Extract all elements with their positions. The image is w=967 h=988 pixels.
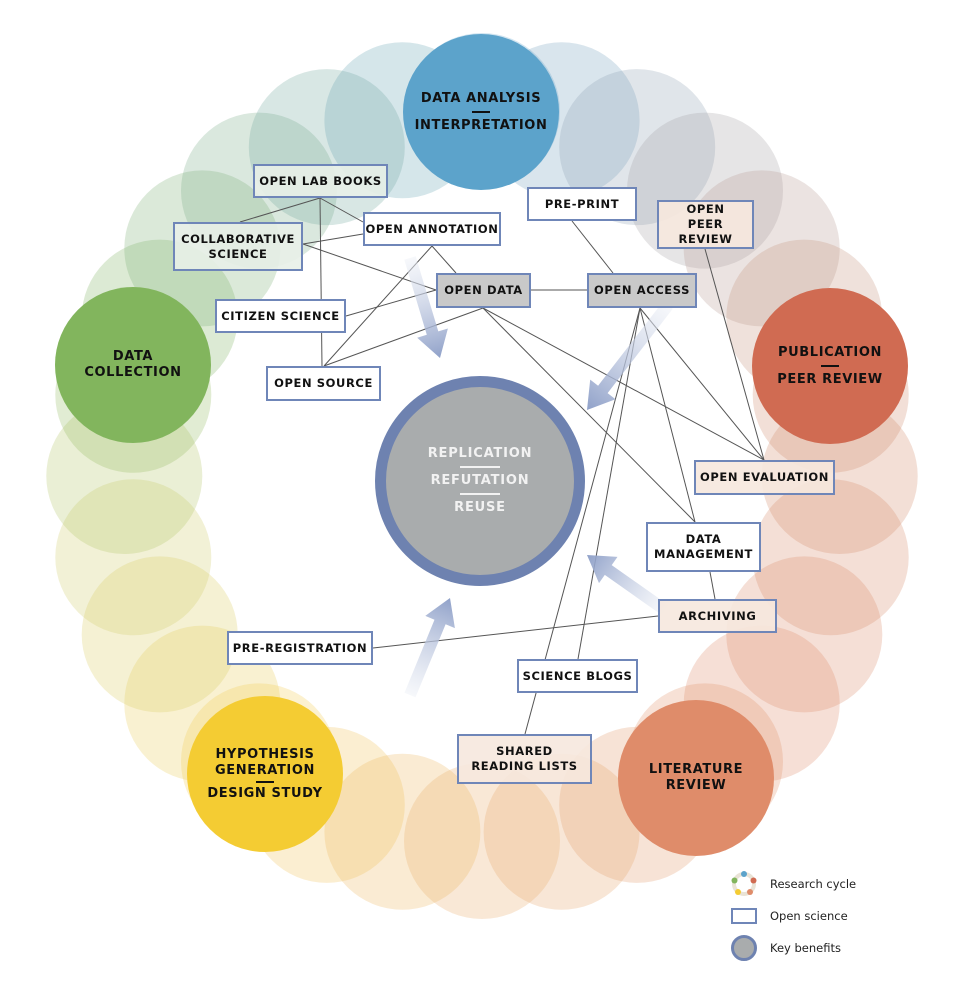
- legend: Research cycle Open science Key benefits: [730, 868, 856, 964]
- link-archiving-to-pre-registration: [372, 615, 659, 649]
- node-label: SCIENCE BLOGS: [522, 668, 633, 683]
- node-open-source[interactable]: OPEN SOURCE: [266, 366, 381, 401]
- link-open-data-to-data-management: [482, 307, 696, 523]
- arrow-to-key-benefits: [587, 301, 673, 410]
- key-benefits-icon: [730, 934, 758, 962]
- node-open-lab-books[interactable]: OPEN LAB BOOKS: [253, 164, 388, 198]
- ring-circle: [81, 556, 238, 713]
- ring-circle: [483, 753, 640, 910]
- stage-label-line: REVIEW: [665, 778, 727, 793]
- link-open-peer-review-to-open-evaluation: [704, 248, 765, 461]
- legend-item-research-cycle: Research cycle: [730, 868, 856, 900]
- ring-circle: [404, 763, 560, 919]
- legend-label: Open science: [770, 909, 848, 923]
- node-open-access[interactable]: OPEN ACCESS: [587, 273, 697, 308]
- research-cycle-icon: [730, 870, 758, 898]
- node-label: CITIZEN SCIENCE: [221, 308, 340, 323]
- link-open-access-to-data-management: [639, 307, 696, 523]
- legend-item-open-science: Open science: [730, 900, 856, 932]
- ring-circle: [726, 556, 883, 713]
- node-label: SHARED READING LISTS: [471, 744, 578, 773]
- arrow-to-key-benefits: [587, 555, 669, 615]
- link-collaborative-science-to-open-annotation: [302, 233, 364, 245]
- stage-literature-review: LITERATURE REVIEW: [618, 700, 774, 856]
- node-label: OPEN PEER REVIEW: [678, 202, 733, 246]
- node-science-blogs[interactable]: SCIENCE BLOGS: [517, 659, 638, 693]
- benefit-reuse: REUSE: [454, 500, 506, 515]
- legend-label: Research cycle: [770, 877, 857, 891]
- benefit-arrows: [404, 256, 673, 698]
- node-open-annotation[interactable]: OPEN ANNOTATION: [363, 212, 501, 246]
- legend-label: Key benefits: [770, 941, 841, 955]
- link-open-access-to-open-evaluation: [639, 307, 765, 461]
- stage-data-analysis: DATA ANALYSIS INTERPRETATION: [403, 34, 559, 190]
- stage-label-line: LITERATURE: [648, 762, 744, 777]
- stage-hypothesis-generation: HYPOTHESIS GENERATION DESIGN STUDY: [187, 696, 343, 852]
- benefit-separator: [460, 493, 500, 495]
- ring-circle: [324, 753, 481, 910]
- key-benefits-circle: REPLICATION REFUTATION REUSE: [375, 376, 585, 586]
- link-open-annotation-to-open-data: [431, 245, 457, 274]
- link-data-management-to-archiving: [709, 571, 716, 600]
- link-open-lab-books-to-open-annotation: [319, 197, 364, 223]
- node-pre-print[interactable]: PRE-PRINT: [527, 187, 637, 221]
- node-label: DATA MANAGEMENT: [654, 532, 753, 561]
- node-label: COLLABORATIVE SCIENCE: [181, 231, 295, 261]
- link-open-access-to-science-blogs: [577, 307, 641, 660]
- node-open-data[interactable]: OPEN DATA: [436, 273, 531, 308]
- node-label: OPEN EVALUATION: [700, 470, 829, 484]
- arrow-to-key-benefits: [404, 598, 455, 698]
- stage-label-line: PEER REVIEW: [777, 371, 883, 387]
- stage-data-collection: DATA COLLECTION: [55, 287, 211, 443]
- stage-label-line: GENERATION: [214, 762, 315, 778]
- node-label: OPEN SOURCE: [274, 376, 373, 390]
- ring-circle: [55, 479, 212, 636]
- benefit-replication: REPLICATION: [427, 446, 533, 461]
- node-label: PRE-REGISTRATION: [232, 640, 368, 655]
- node-archiving[interactable]: ARCHIVING: [658, 599, 777, 633]
- ring-circle: [46, 398, 203, 554]
- node-label: PRE-PRINT: [544, 196, 620, 211]
- stage-label-line: HYPOTHESIS: [215, 746, 315, 762]
- link-open-data-to-open-evaluation: [482, 307, 765, 461]
- stage-label-line: DESIGN STUDY: [207, 785, 323, 801]
- node-label: ARCHIVING: [678, 608, 757, 623]
- node-shared-reading-lists[interactable]: SHARED READING LISTS: [457, 734, 592, 784]
- stage-publication: PUBLICATION PEER REVIEW: [752, 288, 908, 444]
- open-science-links: [239, 197, 765, 735]
- node-pre-registration[interactable]: PRE-REGISTRATION: [227, 631, 373, 665]
- benefit-refutation: REFUTATION: [430, 473, 530, 488]
- node-label: OPEN ACCESS: [594, 283, 690, 297]
- open-science-box-icon: [730, 902, 758, 930]
- node-label: OPEN LAB BOOKS: [259, 173, 382, 188]
- stage-label-line: DATA: [112, 349, 154, 364]
- stage-separator: [472, 110, 490, 113]
- benefit-separator: [460, 466, 500, 468]
- ring-circle: [559, 69, 716, 226]
- node-collaborative-science[interactable]: COLLABORATIVE SCIENCE: [173, 222, 303, 271]
- link-open-source-to-open-data: [323, 307, 484, 367]
- stage-label-line: DATA ANALYSIS: [420, 90, 542, 106]
- node-citizen-science[interactable]: CITIZEN SCIENCE: [215, 299, 346, 333]
- node-open-peer-review[interactable]: OPEN PEER REVIEW: [657, 200, 754, 249]
- link-pre-print-to-open-access: [571, 220, 614, 274]
- stage-label-line: COLLECTION: [84, 365, 182, 380]
- node-label: OPEN ANNOTATION: [365, 221, 499, 236]
- node-data-management[interactable]: DATA MANAGEMENT: [646, 522, 761, 572]
- node-open-evaluation[interactable]: OPEN EVALUATION: [694, 460, 835, 495]
- stage-separator: [256, 780, 274, 783]
- stage-label-line: INTERPRETATION: [414, 117, 548, 133]
- stage-separator: [821, 364, 839, 367]
- node-label: OPEN DATA: [444, 283, 523, 297]
- link-open-lab-books-to-collaborative-science: [239, 197, 321, 223]
- stage-label-line: PUBLICATION: [778, 344, 882, 360]
- legend-item-key-benefits: Key benefits: [730, 932, 856, 964]
- link-open-lab-books-to-open-source: [319, 197, 323, 367]
- ring-circle: [752, 479, 909, 636]
- arrow-to-key-benefits: [404, 256, 448, 358]
